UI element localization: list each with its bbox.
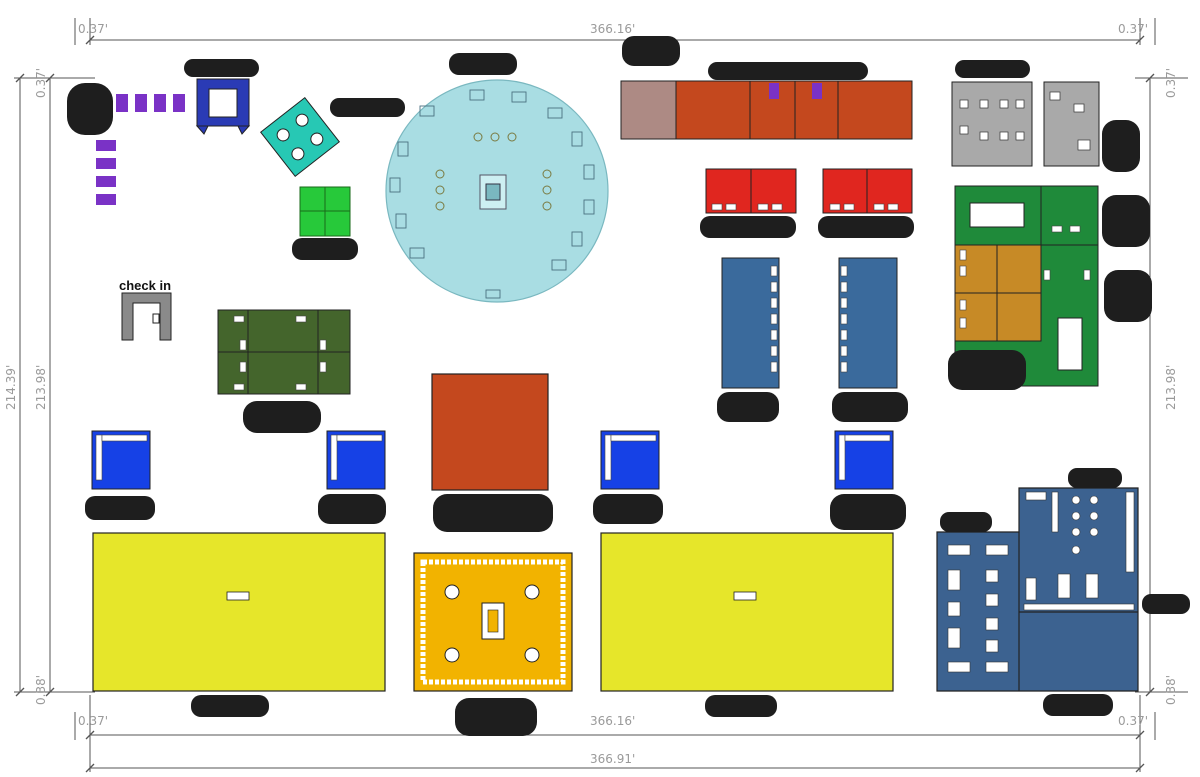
green-grid	[299, 186, 351, 237]
dim-top-left-offset: 0.37'	[78, 22, 108, 36]
dim-bottom-left-offset: 0.37'	[78, 714, 108, 728]
terracotta-square	[431, 373, 549, 491]
dim-right-bottom-offset: 0.38'	[1164, 675, 1178, 705]
check-in-label: check in	[119, 278, 171, 293]
red-booths	[705, 168, 913, 214]
dim-left-top-offset: 0.37'	[34, 68, 48, 98]
grey-rooms	[951, 81, 1100, 167]
blue-booth	[195, 78, 251, 135]
dim-top-right-offset: 0.37'	[1118, 22, 1148, 36]
dim-top-total: 366.16'	[590, 22, 635, 36]
dim-left-outer-height: 214.39'	[4, 365, 18, 410]
dim-right-top-offset: 0.37'	[1164, 68, 1178, 98]
redaction-marks	[67, 36, 1190, 736]
dimension-ticks	[15, 35, 1155, 773]
dim-overall-width: 366.91'	[590, 752, 635, 766]
dim-left-inner-height: 213.98'	[34, 365, 48, 410]
circle-hall	[385, 79, 609, 303]
check-in-desk: check in	[119, 278, 172, 341]
dimension-lines	[14, 18, 1188, 772]
green-ochre-complex	[954, 185, 1099, 387]
navy-restaurant	[936, 487, 1139, 692]
olive-booth	[217, 309, 351, 395]
purple-blocks	[96, 94, 185, 205]
dim-bottom-total: 366.16'	[590, 714, 635, 728]
terracotta-row	[620, 80, 913, 140]
teal-table	[259, 96, 341, 178]
gold-hall	[413, 552, 573, 692]
dim-right-inner-height: 213.98'	[1164, 365, 1178, 410]
steel-blue-tables	[721, 257, 898, 389]
yellow-halls	[92, 532, 894, 692]
dim-left-bottom-offset: 0.38'	[34, 675, 48, 705]
dim-bottom-right-offset: 0.37'	[1118, 714, 1148, 728]
blue-booths	[91, 430, 894, 490]
